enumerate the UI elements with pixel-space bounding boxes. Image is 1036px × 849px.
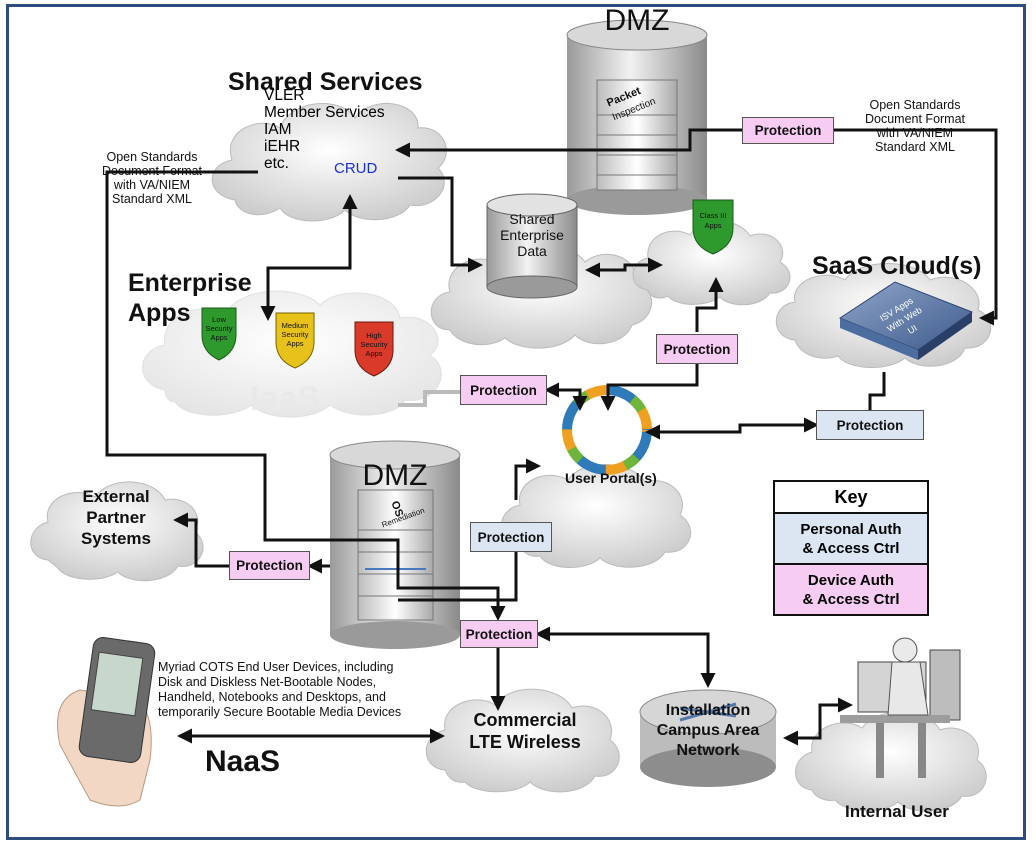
- service-iehr: iEHR: [264, 138, 301, 155]
- partner-line2: Partner: [86, 508, 146, 527]
- iaas-label: IaaS: [250, 380, 320, 418]
- key-personal-line2: & Access Ctrl: [802, 539, 900, 557]
- shared-data-line2: Enterprise: [500, 227, 564, 243]
- installation-network-label: Installation Campus Area Network: [640, 701, 776, 761]
- shield-low-line1: Low: [212, 315, 226, 324]
- shield-medium-line2: Security: [281, 330, 308, 339]
- devices-line3: Handheld, Notebooks and Desktops, and: [158, 690, 386, 704]
- crud-label: CRUD: [334, 160, 378, 177]
- shield-high-line3: Apps: [365, 349, 382, 358]
- lte-line2: LTE Wireless: [469, 732, 581, 752]
- enterprise-apps-title: Enterprise Apps: [128, 268, 252, 328]
- partner-line1: External: [82, 487, 150, 506]
- doc-format-right: Open Standards Document Format with VA/N…: [855, 98, 975, 154]
- key-device: Device Auth & Access Ctrl: [773, 565, 929, 616]
- doc-right-line4: Standard XML: [875, 140, 955, 154]
- lte-cloud: [425, 688, 620, 793]
- os-label-1: OS: [388, 499, 405, 518]
- isv-apps-slab: [838, 281, 974, 360]
- high-security-shield: High Security Apps: [354, 321, 394, 377]
- shared-data-cylinder: [486, 193, 578, 299]
- internal-user-cloud: [795, 711, 987, 812]
- dmz-top-cylinder: [566, 19, 708, 215]
- service-iam: IAM: [264, 121, 292, 138]
- devices-description: Myriad COTS End User Devices, including …: [158, 660, 401, 720]
- class3-cloud: [632, 220, 791, 306]
- connector-lines: [105, 128, 998, 746]
- low-security-shield: Low Security Apps: [201, 307, 237, 361]
- class3-line2: Apps: [704, 221, 721, 230]
- partner-line3: Systems: [81, 529, 151, 548]
- lte-line1: Commercial: [473, 710, 577, 730]
- shared-data-line3: Data: [517, 243, 547, 259]
- protection-box-iaas: Protection: [460, 375, 547, 405]
- devices-line2: Disk and Diskless Net-Bootable Nodes,: [158, 675, 377, 689]
- shield-medium-line3: Apps: [286, 339, 303, 348]
- external-partner-cloud: [30, 481, 204, 582]
- devices-line4: temporarily Secure Bootable Media Device…: [158, 705, 402, 719]
- network-line1: Installation: [665, 702, 751, 719]
- class3-line1: Class III: [699, 211, 726, 220]
- service-etc: etc.: [264, 155, 289, 172]
- doc-right-line3: with VA/NIEM: [876, 126, 954, 140]
- shield-high-line1: High: [366, 331, 381, 340]
- dmz-bottom-label: DMZ: [363, 459, 428, 492]
- iaas-connector: [398, 390, 460, 407]
- shared-data-line1: Shared: [509, 211, 554, 227]
- external-partner-label: External Partner Systems: [66, 486, 166, 549]
- enterprise-line2: Apps: [128, 299, 191, 327]
- class3-shield: Class III Apps: [692, 199, 734, 255]
- doc-format-left: Open Standards Document Format with VA/N…: [96, 150, 208, 206]
- shield-medium-line1: Medium: [282, 321, 309, 330]
- key-personal-line1: Personal Auth: [800, 520, 902, 538]
- saas-cloud-title: SaaS Cloud(s): [812, 252, 982, 280]
- lte-label: Commercial LTE Wireless: [455, 709, 595, 753]
- doc-left-line1: Open Standards: [106, 150, 198, 164]
- doc-right-line1: Open Standards: [869, 98, 961, 112]
- dmz-bottom-cylinder: [329, 440, 461, 649]
- doc-left-line4: Standard XML: [112, 192, 192, 206]
- protection-box-saas-top: Protection: [742, 117, 834, 144]
- user-portal-label: User Portal(s): [565, 470, 657, 486]
- doc-right-line2: Document Format: [864, 112, 966, 126]
- protection-box-partner: Protection: [229, 551, 310, 580]
- isv-line3: UI: [906, 323, 919, 336]
- shield-low-line2: Security: [205, 324, 232, 333]
- shared-services-title: Shared Services: [228, 68, 423, 96]
- medium-security-shield: Medium Security Apps: [275, 312, 315, 369]
- internal-user-label: Internal User: [845, 802, 949, 821]
- dmz-top-label: DMZ: [605, 4, 670, 37]
- key-personal: Personal Auth & Access Ctrl: [773, 514, 929, 565]
- naas-label: NaaS: [205, 745, 281, 778]
- shield-high-line2: Security: [360, 340, 387, 349]
- protection-box-bottom: Protection: [460, 620, 538, 648]
- doc-left-line2: Document Format: [101, 164, 203, 178]
- key-device-line1: Device Auth: [807, 571, 895, 589]
- key-title: Key: [773, 480, 929, 514]
- network-line3: Network: [676, 742, 740, 759]
- protection-box-class3: Protection: [656, 334, 738, 364]
- doc-left-line3: with VA/NIEM: [113, 178, 191, 192]
- shield-low-line3: Apps: [210, 333, 227, 342]
- devices-line1: Myriad COTS End User Devices, including: [158, 660, 394, 674]
- service-vler: VLER: [264, 87, 305, 104]
- protection-box-saas: Protection: [816, 410, 924, 440]
- phone-device: [57, 637, 156, 807]
- key-device-line2: & Access Ctrl: [802, 590, 900, 608]
- enterprise-line1: Enterprise: [128, 269, 252, 297]
- service-member: Member Services: [264, 104, 385, 121]
- workstation: [840, 637, 961, 778]
- protection-box-portal: Protection: [470, 522, 552, 552]
- network-line2: Campus Area: [656, 722, 760, 739]
- shared-services-list: VLER Member Services IAM iEHR etc.: [264, 87, 385, 172]
- network-puck: [639, 689, 777, 787]
